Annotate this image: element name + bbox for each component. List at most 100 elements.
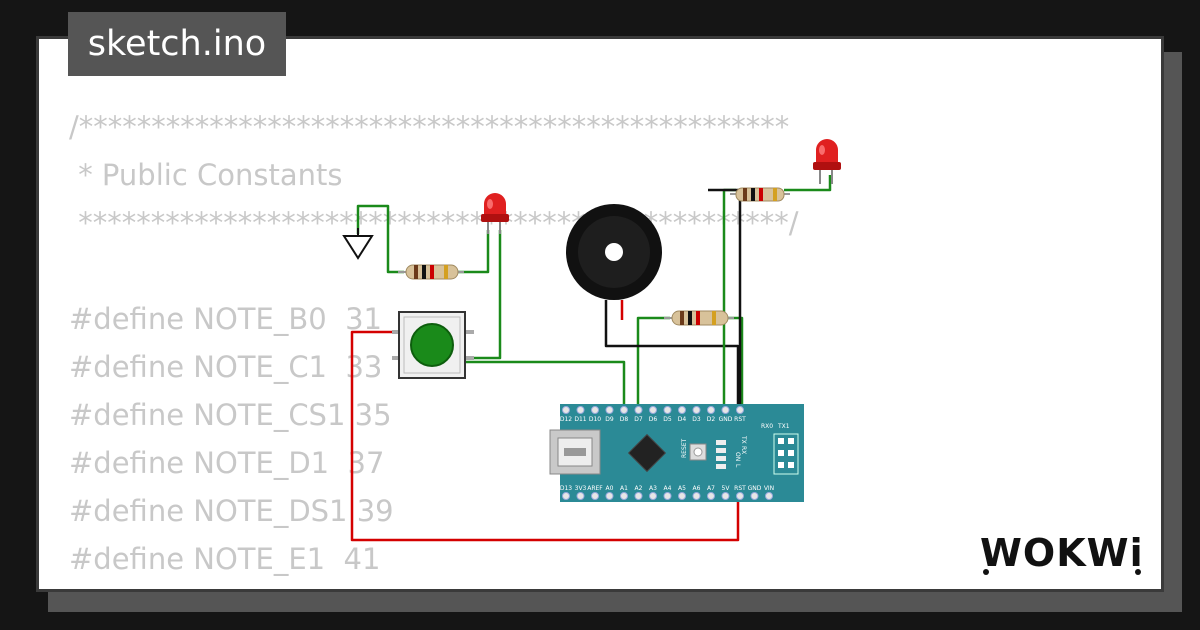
pushbutton-icon[interactable]: [392, 311, 474, 379]
top-pin-label: RST: [734, 416, 746, 423]
chip-icon: [627, 433, 667, 473]
top-pin-label: D7: [634, 416, 643, 423]
wires: [350, 175, 832, 542]
top-pin-holes: [562, 406, 744, 414]
top-pin-rst[interactable]: [736, 406, 744, 414]
code-line: #define NOTE_C1 33: [69, 350, 383, 384]
wokwi-logo: WOKWi: [980, 531, 1143, 575]
wire-green-d8-to-resistor[interactable]: [636, 316, 670, 410]
bottom-pin-label: A1: [620, 485, 628, 492]
top-pin-d3[interactable]: [692, 406, 701, 414]
bottom-pin-label: A5: [678, 485, 686, 492]
wire-black-buzzer-to-gnd[interactable]: [604, 300, 740, 410]
code-line: /***************************************…: [69, 110, 790, 144]
top-pin-d10[interactable]: [591, 406, 599, 414]
led-icon[interactable]: [813, 139, 841, 184]
top-pin-gnd[interactable]: [721, 406, 730, 414]
bottom-pin-label: A2: [635, 485, 643, 492]
code-line: #define NOTE_CS1 35: [69, 398, 392, 432]
wire-red-5v-to-button[interactable]: [350, 330, 740, 542]
top-pin-d4[interactable]: [678, 406, 686, 414]
bottom-pin-label: 3V3: [575, 485, 587, 492]
top-pin-label: D2: [707, 416, 716, 423]
top-pin-d12[interactable]: [562, 406, 570, 414]
bottom-pin-label: A7: [707, 485, 715, 492]
top-pin-d9[interactable]: [605, 406, 614, 414]
led-label-on: ON: [734, 452, 741, 461]
code-listing: /***************************************…: [69, 103, 799, 589]
bottom-pin-5v[interactable]: [721, 492, 730, 500]
side-label-tx1: TX1: [777, 423, 790, 430]
top-pin-d2[interactable]: [707, 406, 715, 414]
top-pin-label: D3: [692, 416, 701, 423]
bottom-pin-gnd[interactable]: [750, 492, 759, 500]
bottom-pin-a2[interactable]: [634, 492, 643, 500]
bottom-pin-label: A4: [664, 485, 672, 492]
bottom-pin-a5[interactable]: [678, 492, 686, 500]
resistor-icon[interactable]: [398, 264, 464, 280]
top-pin-label: D12: [560, 416, 572, 423]
top-pin-label: D6: [649, 416, 658, 423]
bottom-pin-d13[interactable]: [562, 492, 570, 500]
top-pin-label: D9: [605, 416, 614, 423]
wire-green-button-to-d9[interactable]: [466, 360, 626, 410]
bottom-pin-a7[interactable]: [707, 492, 715, 500]
top-pin-label: D8: [620, 416, 629, 423]
bottom-pin-vin[interactable]: [765, 492, 773, 500]
code-line: * Public Constants: [69, 158, 343, 192]
bottom-pin-a0[interactable]: [605, 492, 614, 500]
bottom-pin-label: A0: [606, 485, 614, 492]
wire-green-led-to-button[interactable]: [466, 230, 502, 360]
top-pin-d7[interactable]: [634, 406, 643, 414]
bottom-pin-aref[interactable]: [591, 492, 599, 500]
top-pin-label: D11: [574, 416, 586, 423]
wire-green-ground[interactable]: [356, 204, 404, 274]
led-label-l: L: [734, 464, 741, 468]
wire-green-resistor-to-led[interactable]: [458, 230, 490, 274]
reset-button[interactable]: RESET: [681, 438, 707, 461]
top-pin-label: D10: [589, 416, 601, 423]
buzzer-icon[interactable]: [566, 204, 662, 300]
bottom-pin-3v3[interactable]: [576, 492, 585, 500]
top-pin-d6[interactable]: [649, 406, 657, 414]
code-line: #define NOTE_E1 41: [69, 542, 381, 576]
top-pin-d5[interactable]: [663, 406, 672, 414]
bottom-pin-a1[interactable]: [620, 492, 628, 500]
code-line: ****************************************…: [69, 206, 799, 240]
bottom-pin-label: AREF: [587, 485, 603, 492]
ground-symbol-icon: [342, 228, 374, 260]
wire-green-resistor-to-led2[interactable]: [784, 175, 832, 192]
bottom-pin-a4[interactable]: [663, 492, 672, 500]
code-line: #define NOTE_B0 31: [69, 302, 382, 336]
resistor-icon[interactable]: [730, 187, 790, 202]
wire-green-d2-to-resistor[interactable]: [722, 188, 736, 410]
top-pin-d11[interactable]: [576, 406, 585, 414]
bottom-pin-label: A6: [693, 485, 701, 492]
resistor-icon[interactable]: [664, 310, 734, 326]
reset-label: RESET: [681, 438, 688, 458]
bottom-pin-label: 5V: [722, 485, 731, 492]
top-pin-label: GND: [719, 416, 733, 423]
bottom-pin-label: VIN: [764, 485, 774, 492]
led-icon[interactable]: [481, 193, 509, 234]
file-tab[interactable]: sketch.ino: [68, 12, 286, 76]
top-pin-d8[interactable]: [620, 406, 628, 414]
preview-card: /***************************************…: [36, 36, 1164, 592]
bottom-pin-a6[interactable]: [692, 492, 701, 500]
bottom-pin-label: D13: [560, 485, 572, 492]
bottom-pin-label: GND: [748, 485, 762, 492]
bottom-pin-rst[interactable]: [736, 492, 744, 500]
status-leds: TX RX ON L: [716, 435, 747, 469]
bottom-pin-holes: [562, 492, 773, 500]
bottom-pin-a3[interactable]: [649, 492, 657, 500]
side-label-rx0: RX0: [761, 423, 773, 430]
led-label-rx: RX: [740, 446, 747, 454]
led-label-tx: TX: [740, 435, 747, 444]
bottom-pin-label: RST: [734, 485, 746, 492]
top-pin-label: D4: [678, 416, 687, 423]
code-line: #define NOTE_D1 37: [69, 446, 385, 480]
